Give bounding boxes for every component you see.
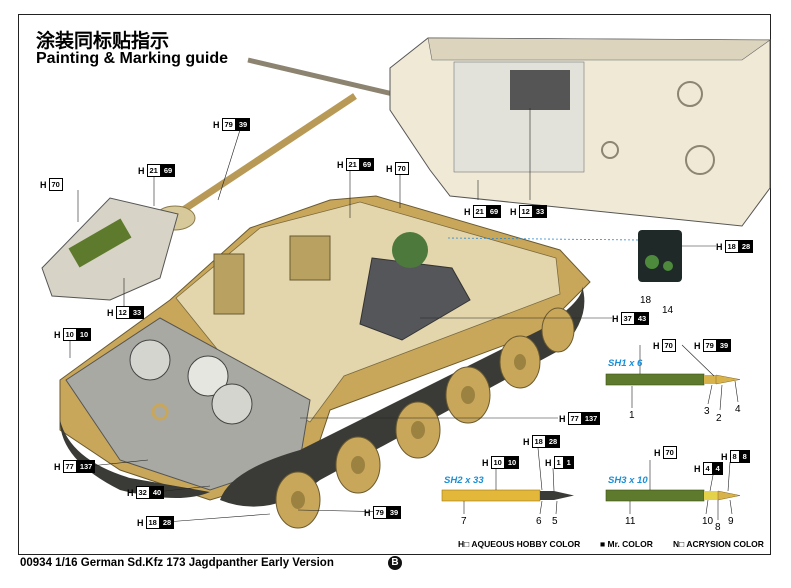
part-number: 6 — [536, 516, 542, 527]
breech-block — [510, 70, 570, 110]
part-number: 8 — [715, 522, 721, 533]
part-number: 11 — [625, 516, 636, 527]
title-english: Painting & Marking guide — [36, 50, 229, 67]
shell-label-sh2: SH2 x 33 — [444, 475, 484, 486]
page-frame — [18, 14, 771, 555]
shell-sh3 — [605, 489, 741, 502]
legend-mr-color: ■ Mr. COLOR — [600, 539, 653, 549]
part-number: 3 — [704, 406, 710, 417]
shell-sh1 — [605, 373, 741, 386]
legend-aqueous: H□ AQUEOUS HOBBY COLOR — [458, 539, 581, 549]
part-number: 7 — [461, 516, 467, 527]
part-number: 1 — [629, 410, 635, 421]
sheet-badge: B — [388, 556, 402, 570]
wheel-hubs — [291, 354, 526, 509]
part-number: 5 — [552, 516, 558, 527]
part-number: 9 — [728, 516, 734, 527]
shell-label-sh3: SH3 x 10 — [608, 475, 648, 486]
part-number: 14 — [662, 305, 674, 316]
sight-part — [638, 230, 682, 282]
part-number: 2 — [716, 413, 722, 424]
compartment — [359, 257, 471, 341]
shell-label-sh1: SH1 x 6 — [608, 358, 643, 369]
radio-green — [392, 232, 428, 268]
legend-acrysion: N□ ACRYSION COLOR — [673, 539, 764, 549]
title-chinese: 涂装同标贴指示 — [36, 30, 170, 52]
footer-title: 00934 1/16 German Sd.Kfz 173 Jagdpanther… — [20, 557, 334, 569]
track-right — [220, 286, 585, 507]
part-number: 10 — [702, 516, 714, 527]
shell-sh2 — [441, 489, 574, 502]
track-left — [60, 420, 210, 499]
part-number: 18 — [640, 295, 652, 306]
part-number: 4 — [735, 404, 741, 415]
